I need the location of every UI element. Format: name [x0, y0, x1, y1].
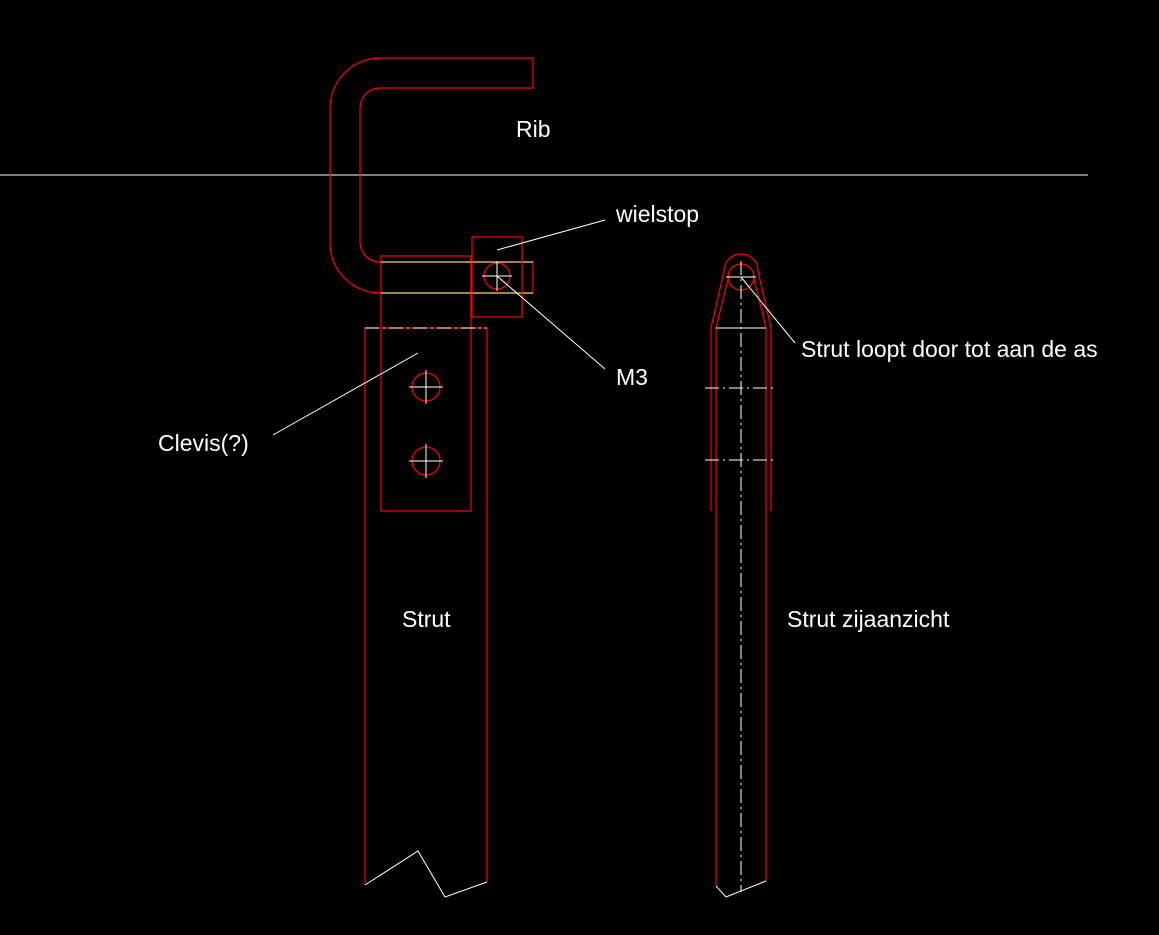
- label-wielstop: wielstop: [616, 201, 700, 227]
- leader-clevis: [272, 352, 419, 436]
- label-strut: Strut: [402, 606, 451, 632]
- label-strut-side-view: Strut zijaanzicht: [787, 606, 950, 632]
- label-m3: M3: [616, 364, 648, 390]
- leader-strut-note: [740, 276, 796, 344]
- leader-wielstop: [496, 219, 606, 251]
- leader-m3: [496, 275, 606, 370]
- strut-front-break-line: [364, 850, 488, 898]
- label-strut-note: Strut loopt door tot aan de as: [801, 336, 1098, 362]
- clevis-outline: [380, 255, 472, 512]
- wielstop-block: [471, 236, 523, 318]
- rib-hook-outline: [329, 57, 534, 294]
- label-clevis: Clevis(?): [158, 430, 249, 456]
- strut-side-break-line: [715, 880, 767, 898]
- label-rib: Rib: [516, 116, 551, 142]
- strut-side-outer-outline: [710, 253, 772, 511]
